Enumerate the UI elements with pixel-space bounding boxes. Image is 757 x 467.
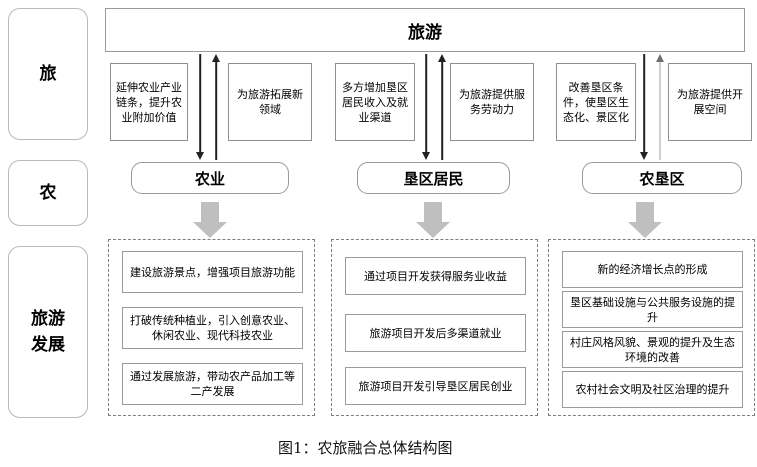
banner-tourism: 旅游 — [105, 8, 745, 52]
entity-agriculture: 农业 — [131, 162, 289, 194]
note-agriculture-upward-text: 延伸农业产业链条，提升农业附加价值 — [116, 80, 182, 124]
result-item-text: 通过发展旅游，带动农产品加工等二产发展 — [130, 370, 295, 398]
stage-label-tourism-development-line1: 旅游 — [31, 309, 65, 329]
stage-label-tourism-text: 旅 — [39, 64, 57, 84]
arrow-down-to-residents — [420, 54, 432, 160]
results-agriculture: 建设旅游景点，增强项目旅游功能 打破传统种植业，引入创意农业、休闲农业、现代科技… — [108, 239, 315, 416]
result-item-text: 村庄风格风貌、景观的提升及生态环境的改善 — [570, 335, 735, 364]
note-reclamation-upward: 改善垦区条件，使垦区生态化、景区化 — [556, 63, 636, 141]
arrow-down-to-reclamation — [638, 54, 650, 160]
stage-label-agriculture: 农 — [8, 160, 88, 226]
entity-reclamation-text: 农垦区 — [639, 169, 685, 188]
result-item: 农村社会文明及社区治理的提升 — [562, 371, 743, 408]
entity-residents: 垦区居民 — [357, 162, 510, 194]
result-item: 打破传统种植业，引入创意农业、休闲农业、现代科技农业 — [122, 307, 303, 349]
note-residents-upward: 多方增加垦区居民收入及就业渠道 — [335, 63, 415, 141]
result-item: 旅游项目开发引导垦区居民创业 — [345, 367, 526, 405]
arrow-up-from-reclamation — [654, 54, 666, 160]
result-item-text: 打破传统种植业，引入创意农业、休闲农业、现代科技农业 — [130, 314, 295, 342]
arrow-up-from-agriculture — [210, 54, 222, 160]
note-reclamation-downward: 为旅游提供开展空间 — [668, 63, 752, 141]
result-item-text: 旅游项目开发引导垦区居民创业 — [358, 379, 513, 393]
stage-label-tourism: 旅 — [8, 8, 88, 140]
result-item: 旅游项目开发后多渠道就业 — [345, 314, 526, 352]
result-item-text: 农村社会文明及社区治理的提升 — [575, 383, 730, 396]
entity-agriculture-text: 农业 — [194, 169, 225, 188]
banner-tourism-title: 旅游 — [408, 22, 442, 43]
block-down-arrow-agriculture — [192, 202, 228, 238]
result-item: 村庄风格风貌、景观的提升及生态环境的改善 — [562, 331, 743, 368]
results-residents: 通过项目开发获得服务业收益 旅游项目开发后多渠道就业 旅游项目开发引导垦区居民创… — [331, 239, 538, 416]
stage-label-tourism-development-line2: 发展 — [31, 335, 65, 355]
result-item-text: 垦区基础设施与公共服务设施的提升 — [570, 295, 735, 324]
note-reclamation-downward-text: 为旅游提供开展空间 — [677, 88, 743, 116]
stage-label-agriculture-text: 农 — [39, 183, 57, 203]
result-item: 通过发展旅游，带动农产品加工等二产发展 — [122, 363, 303, 405]
arrow-down-to-agriculture — [194, 54, 206, 160]
result-item: 通过项目开发获得服务业收益 — [345, 257, 526, 295]
arrow-up-from-residents — [436, 54, 448, 160]
results-reclamation: 新的经济增长点的形成 垦区基础设施与公共服务设施的提升 村庄风格风貌、景观的提升… — [548, 239, 755, 416]
note-agriculture-downward: 为旅游拓展新领域 — [228, 63, 312, 141]
note-agriculture-upward: 延伸农业产业链条，提升农业附加价值 — [110, 63, 188, 141]
note-agriculture-downward-text: 为旅游拓展新领域 — [237, 88, 303, 116]
entity-reclamation: 农垦区 — [582, 162, 742, 194]
note-residents-upward-text: 多方增加垦区居民收入及就业渠道 — [342, 80, 408, 124]
entity-residents-text: 垦区居民 — [403, 169, 464, 188]
result-item: 建设旅游景点，增强项目旅游功能 — [122, 251, 303, 293]
block-down-arrow-residents — [415, 202, 451, 238]
result-item-text: 通过项目开发获得服务业收益 — [364, 269, 507, 283]
result-item-text: 旅游项目开发后多渠道就业 — [369, 326, 502, 340]
result-item-text: 新的经济增长点的形成 — [597, 263, 708, 276]
note-reclamation-upward-text: 改善垦区条件，使垦区生态化、景区化 — [563, 80, 629, 124]
note-residents-downward-text: 为旅游提供服务劳动力 — [459, 88, 525, 116]
block-down-arrow-reclamation — [627, 202, 663, 238]
note-residents-downward: 为旅游提供服务劳动力 — [450, 63, 534, 141]
stage-label-tourism-development: 旅游 发展 — [8, 246, 88, 418]
result-item-text: 建设旅游景点，增强项目旅游功能 — [130, 265, 295, 279]
figure-caption: 图1：农旅融合总体结构图 — [278, 439, 453, 457]
result-item: 新的经济增长点的形成 — [562, 251, 743, 288]
result-item: 垦区基础设施与公共服务设施的提升 — [562, 291, 743, 328]
